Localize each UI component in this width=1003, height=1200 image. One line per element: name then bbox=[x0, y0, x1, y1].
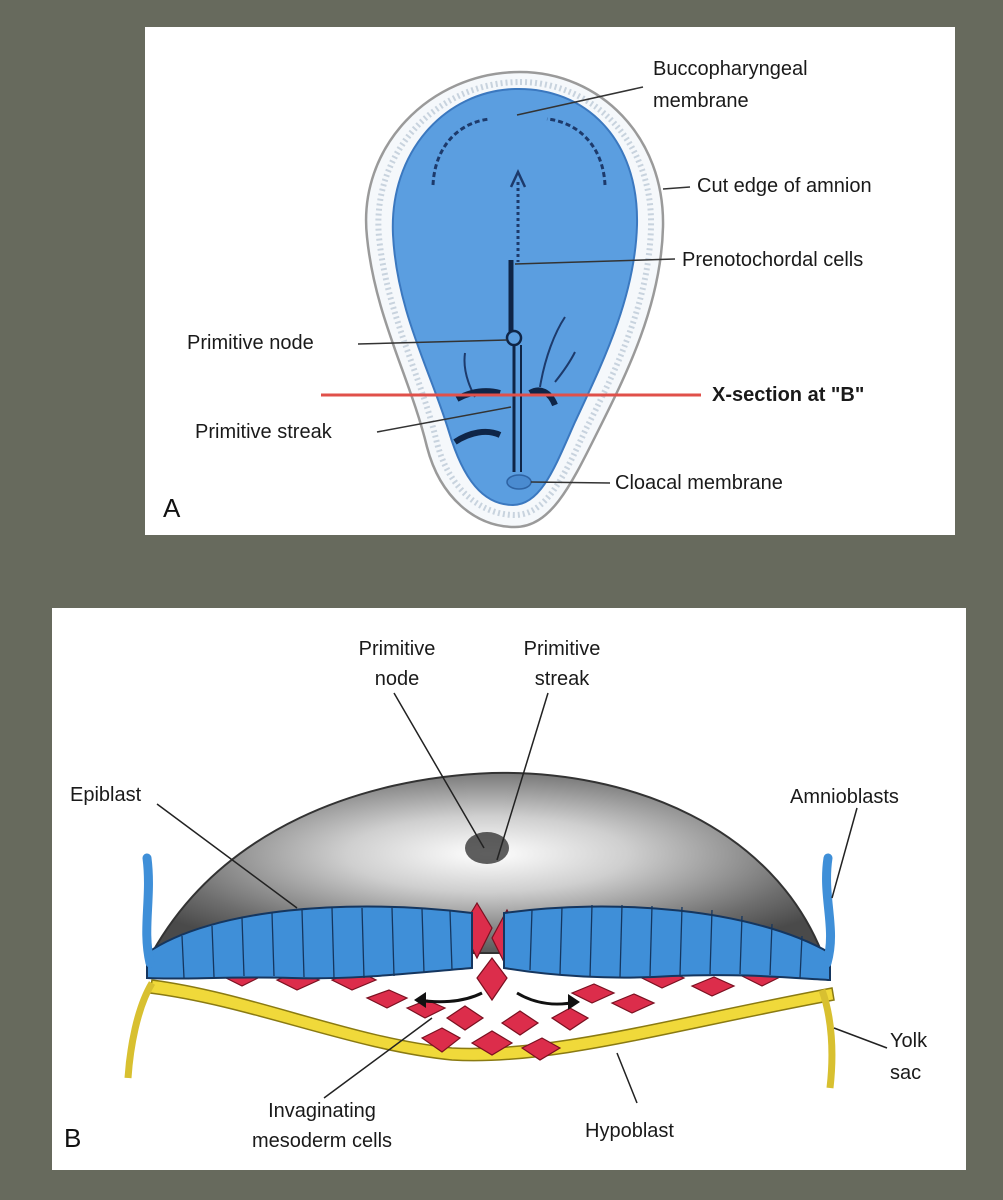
leader-yolk-sac bbox=[833, 1027, 888, 1049]
primitive-pit bbox=[465, 832, 509, 864]
leader-buccopharyngeal bbox=[516, 86, 644, 116]
label-buccopharyngeal-1: Buccopharyngeal bbox=[653, 58, 808, 80]
cloacal-membrane-shape bbox=[506, 474, 532, 490]
amnion-speckle bbox=[375, 78, 655, 519]
label-primitive-node: Primitive node bbox=[187, 332, 314, 354]
leader-cloacal bbox=[530, 481, 611, 484]
streak-mark-lower bbox=[453, 428, 502, 445]
label-primitive-streak: Primitive streak bbox=[195, 421, 332, 443]
yolk-sac-left bbox=[124, 981, 156, 1079]
leader-primitive-node bbox=[357, 339, 508, 345]
amnioblasts-right bbox=[822, 853, 836, 968]
migration-arrow-right-1 bbox=[539, 316, 566, 388]
primitive-node-shape bbox=[505, 329, 523, 347]
label-primitive-node-b-2: node bbox=[374, 668, 420, 690]
leader-prenotochordal bbox=[514, 258, 676, 265]
axis-arrowhead bbox=[509, 169, 527, 188]
panel-letter-b: B bbox=[64, 1123, 82, 1153]
label-invaginating-2: mesoderm cells bbox=[251, 1130, 393, 1152]
label-invaginating-1: Invaginating bbox=[268, 1100, 376, 1122]
label-primitive-streak-b-1: Primitive bbox=[523, 638, 601, 660]
streak-mark-right bbox=[528, 387, 558, 407]
embryonic-disc-diagram bbox=[321, 70, 701, 529]
label-prenotochordal-cells: Prenotochordal cells bbox=[682, 249, 864, 271]
streak-mark-left bbox=[455, 388, 501, 402]
hypoblast-layer bbox=[149, 979, 835, 1062]
panel-letter-a: A bbox=[163, 493, 181, 523]
epiblast-cell-walls bbox=[181, 904, 803, 979]
label-primitive-streak-b-2: streak bbox=[534, 668, 590, 690]
right-curved-arrow bbox=[546, 117, 607, 186]
leader-hypoblast bbox=[616, 1052, 638, 1104]
label-primitive-node-b-1: Primitive bbox=[358, 638, 436, 660]
label-amnioblasts: Amnioblasts bbox=[790, 786, 899, 808]
leader-amnioblasts bbox=[831, 807, 858, 899]
cross-section-diagram bbox=[124, 692, 888, 1104]
leader-cut-edge bbox=[662, 186, 691, 190]
yolk-sac-right bbox=[818, 988, 836, 1089]
epiblast-right bbox=[503, 905, 831, 982]
label-cut-edge-of-amnion: Cut edge of amnion bbox=[697, 175, 872, 197]
label-epiblast: Epiblast bbox=[70, 784, 142, 806]
embryonic-disc bbox=[391, 87, 639, 507]
leader-primitive-streak-b bbox=[496, 692, 549, 861]
leader-epiblast bbox=[156, 803, 298, 909]
invagination-arrow-left bbox=[416, 991, 483, 1004]
label-hypoblast: Hypoblast bbox=[585, 1120, 674, 1142]
amnioblasts-left bbox=[142, 853, 155, 968]
invagination-arrowhead-left bbox=[414, 992, 426, 1008]
label-cloacal-membrane: Cloacal membrane bbox=[615, 472, 783, 494]
panel-b: Primitive node Primitive streak Epiblast… bbox=[52, 608, 966, 1170]
migration-arrow-right-2 bbox=[554, 351, 576, 383]
invagination-arrowhead-right bbox=[568, 994, 580, 1010]
label-x-section: X-section at "B" bbox=[712, 384, 865, 406]
leader-primitive-node-b bbox=[393, 692, 485, 849]
label-yolk-1: Yolk bbox=[890, 1030, 928, 1052]
leader-primitive-streak bbox=[376, 406, 512, 433]
label-buccopharyngeal-2: membrane bbox=[653, 90, 749, 112]
label-yolk-2: sac bbox=[890, 1062, 922, 1084]
left-curved-arrow bbox=[431, 117, 491, 186]
leader-invaginating bbox=[323, 1017, 433, 1099]
epiblast-left bbox=[146, 905, 473, 980]
panel-a: Buccopharyngeal membrane Cut edge of amn… bbox=[145, 27, 955, 535]
